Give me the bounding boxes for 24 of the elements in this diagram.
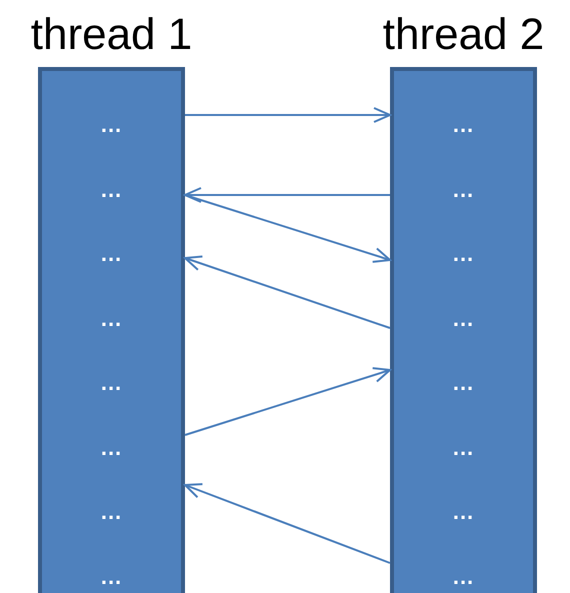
ellipsis-text: ... (100, 306, 122, 330)
ellipsis-text: ... (100, 564, 122, 588)
ellipsis-text: ... (100, 178, 122, 202)
ellipsis-text: ... (100, 242, 122, 266)
ellipsis-text: ... (452, 371, 474, 395)
ellipsis-text: ... (100, 500, 122, 524)
arrow (184, 483, 390, 564)
ellipsis-text: ... (452, 178, 474, 202)
column-heading: thread 2 (382, 9, 544, 61)
arrow (184, 194, 391, 263)
ellipsis-text: ... (452, 564, 474, 588)
ellipsis-text: ... (452, 242, 474, 266)
ellipsis-text: ... (100, 113, 122, 137)
ellipsis-text: ... (452, 500, 474, 524)
arrow (184, 256, 390, 329)
arrow (184, 187, 390, 203)
ellipsis-text: ... (100, 371, 122, 395)
column-heading: thread 1 (30, 9, 192, 61)
arrow (184, 367, 391, 436)
ellipsis-text: ... (452, 436, 474, 460)
ellipsis-text: ... (452, 113, 474, 137)
ellipsis-text: ... (452, 306, 474, 330)
ellipsis-text: ... (100, 436, 122, 460)
arrow (185, 107, 391, 123)
